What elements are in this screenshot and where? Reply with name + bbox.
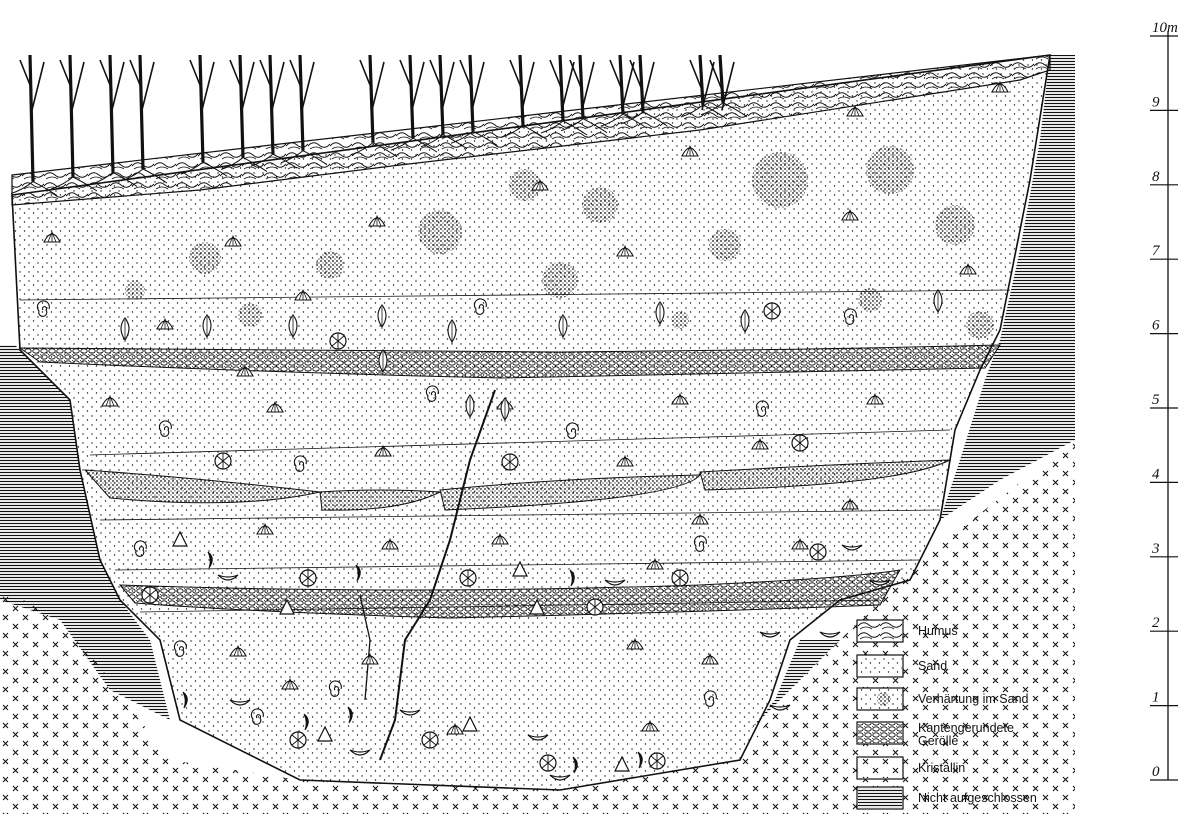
verhaertung-blob [238, 303, 262, 327]
sea-urchin-icon [422, 732, 438, 748]
sea-urchin-icon [215, 453, 231, 469]
sea-urchin-icon [672, 570, 688, 586]
verhaertung-blob [542, 262, 578, 298]
scale-tick-label: 3 [1151, 541, 1160, 557]
scale-tick-label: 5 [1152, 392, 1160, 408]
legend-label-verhaertung: Verhärtung im Sand [918, 692, 1029, 706]
sea-urchin-icon [300, 570, 316, 586]
sea-urchin-icon [764, 303, 780, 319]
legend-swatch-fill [858, 656, 902, 676]
verhaertung-blob [709, 229, 741, 261]
legend-label-sand: Sand [918, 659, 947, 673]
scale-tick-label: 0 [1152, 764, 1160, 780]
section-drawing [0, 55, 1075, 814]
scale-tick-label: 10m [1152, 20, 1178, 36]
verhaertung-blob [189, 242, 221, 274]
verhaertung-blob [316, 251, 344, 279]
sea-urchin-icon [792, 435, 808, 451]
sea-urchin-icon [810, 544, 826, 560]
scale-tick-label: 8 [1152, 169, 1160, 185]
legend-label-geroelle: Kantengerundete [918, 721, 1014, 735]
sea-urchin-icon [460, 570, 476, 586]
legend-swatch-fill [858, 788, 902, 808]
legend-swatch-fill [858, 621, 902, 641]
sea-urchin-icon [142, 587, 158, 603]
legend-label-humus: Humus [918, 624, 958, 638]
legend-swatch-fill [858, 723, 902, 743]
legend-swatch-blob [877, 692, 891, 706]
legend-label-geroelle-line2: Gerölle [918, 734, 958, 748]
legend-label-nicht: Nicht aufgeschlossen [918, 791, 1037, 805]
verhaertung-blob [671, 311, 689, 329]
verhaertung-blob [858, 288, 882, 312]
sea-urchin-icon [330, 333, 346, 349]
scale-tick-label: 7 [1152, 243, 1161, 259]
verhaertung-blob [582, 187, 618, 223]
scale-tick-label: 4 [1152, 466, 1160, 482]
verhaertung-blob [966, 311, 994, 339]
sea-urchin-icon [649, 753, 665, 769]
verhaertung-blob [866, 146, 914, 194]
sea-urchin-icon [290, 732, 306, 748]
bean-shell-icon [820, 632, 840, 637]
scale-tick-label: 1 [1152, 690, 1160, 706]
sea-urchin-icon [540, 755, 556, 771]
scale-tick-label: 2 [1152, 615, 1160, 631]
legend-swatch-fill [858, 758, 902, 778]
scale-tick-label: 6 [1152, 318, 1160, 334]
depth-scale-bar: 0 1 2 3 4 5 6 7 8 9 10m [1150, 20, 1178, 780]
scale-tick-label: 9 [1152, 94, 1160, 110]
verhaertung-blob [935, 205, 975, 245]
verhaertung-blob [125, 280, 145, 300]
sea-urchin-icon [587, 599, 603, 615]
legend-label-kristallin: Kristallin [918, 761, 965, 775]
verhaertung-blob [418, 210, 462, 254]
verhaertung-blob [752, 152, 808, 208]
sea-urchin-icon [502, 454, 518, 470]
